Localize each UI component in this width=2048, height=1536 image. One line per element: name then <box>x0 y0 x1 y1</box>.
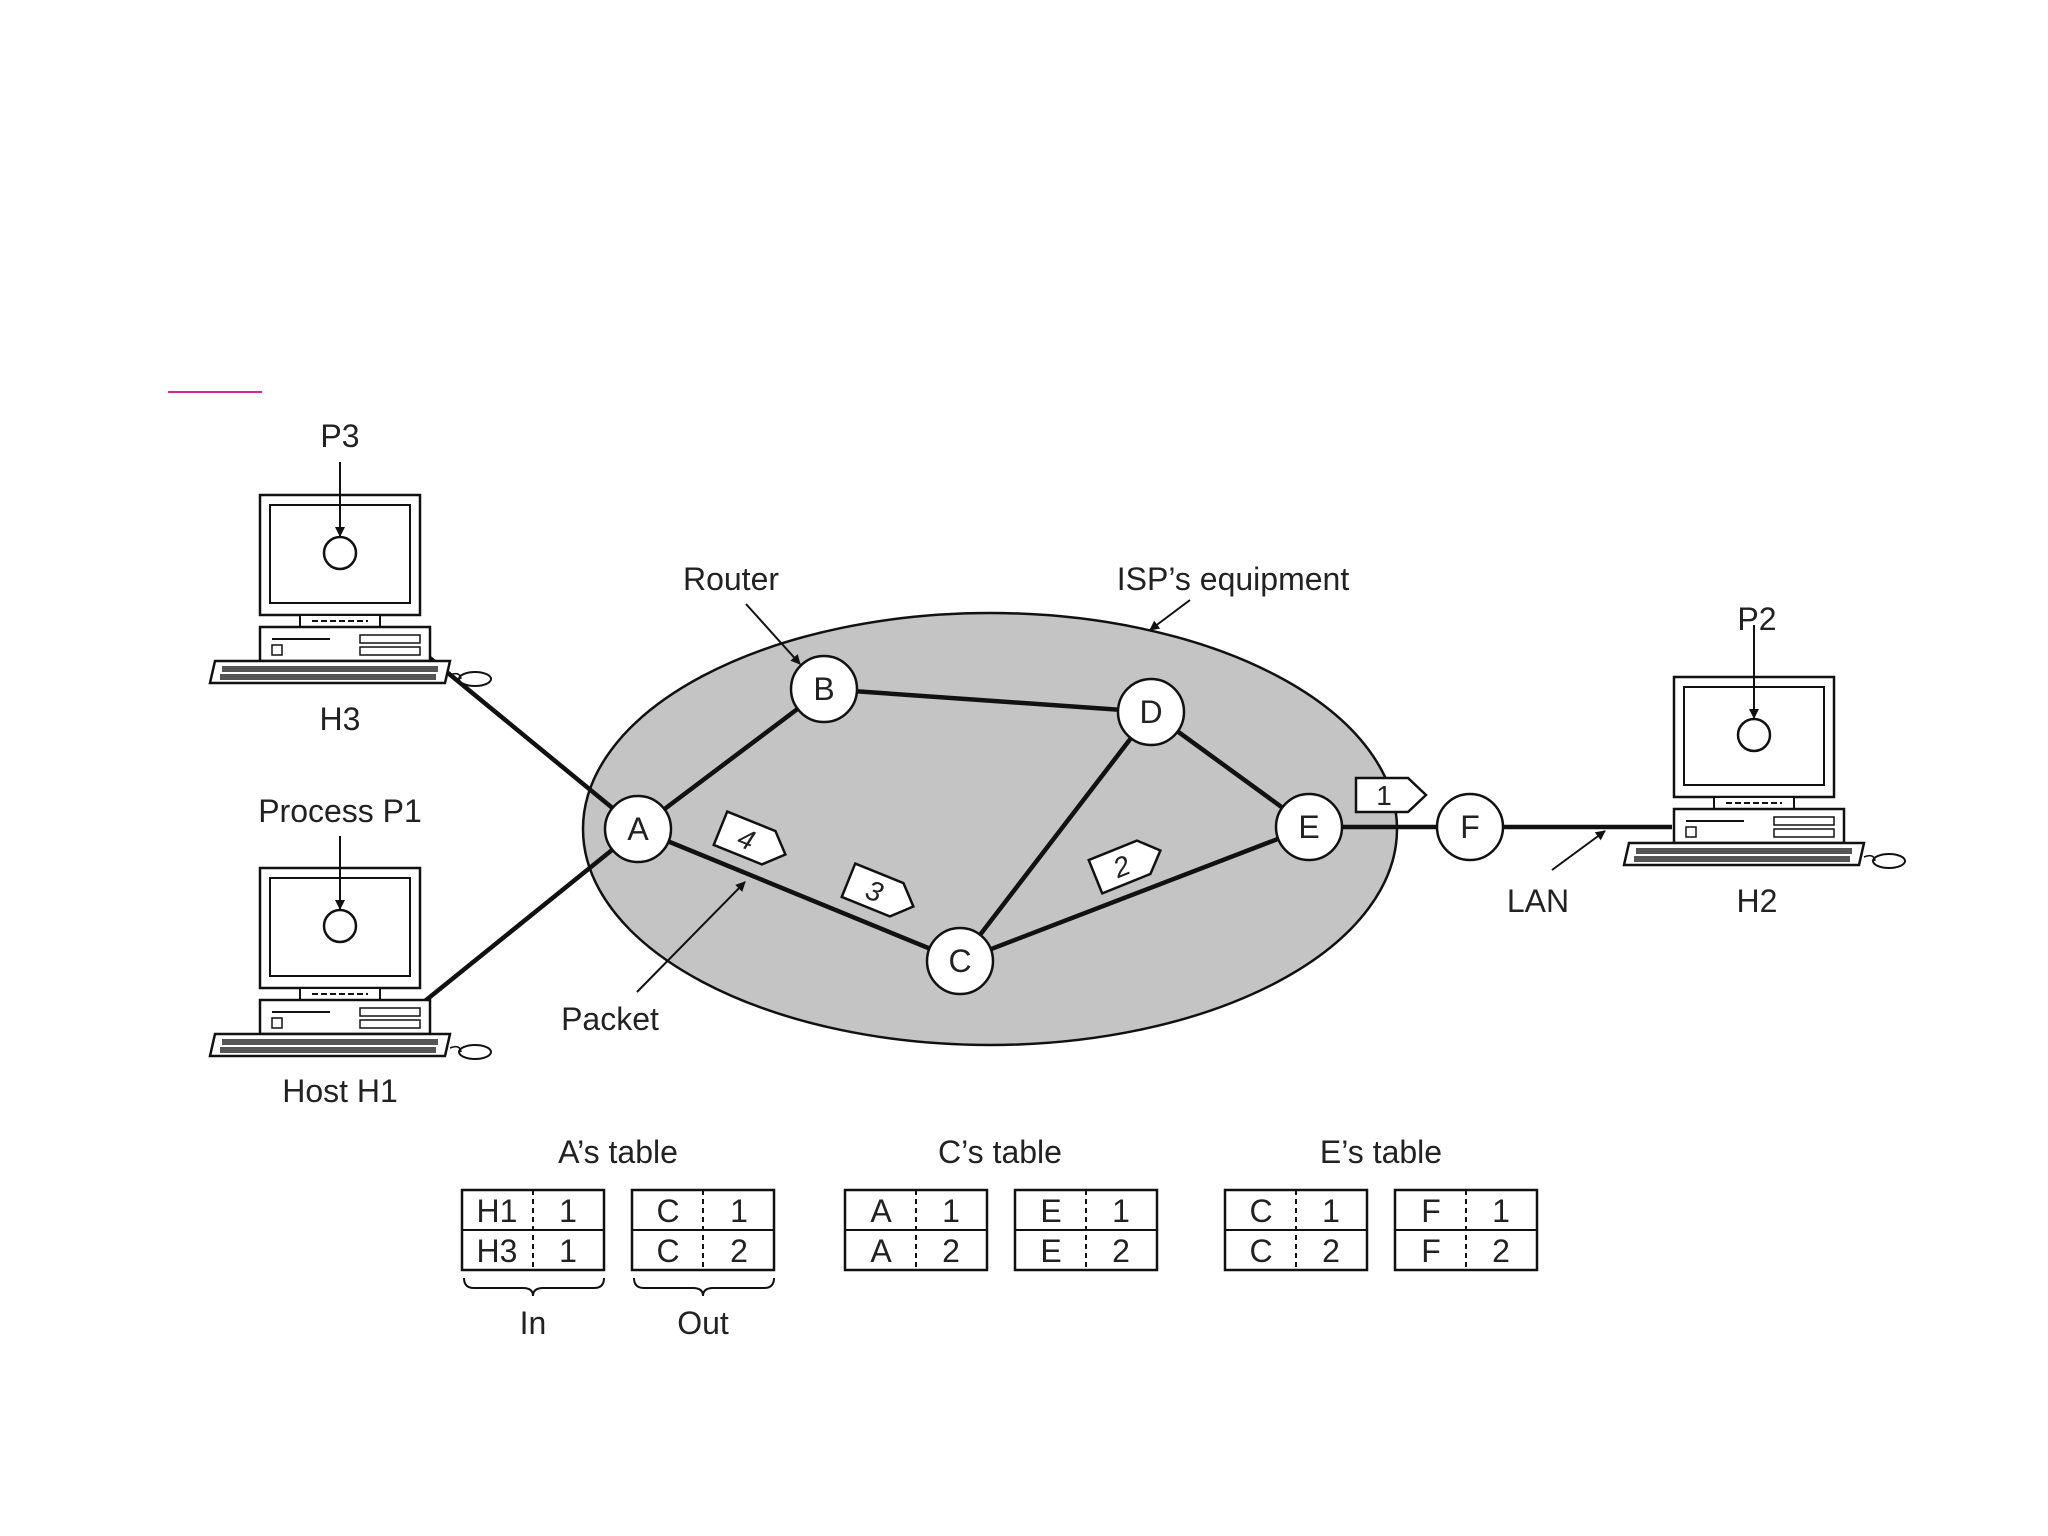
table-c-in-r1-c1: A <box>870 1193 892 1229</box>
link-a-c <box>637 826 961 964</box>
table-e-in-r1-c1: C <box>1249 1193 1272 1229</box>
table-c-in-r2-c1: A <box>870 1233 892 1269</box>
packet-4: 4 <box>712 809 788 866</box>
table-e-out: F 1 F 2 <box>1393 1188 1539 1272</box>
table-e-out-r1-c1: F <box>1421 1193 1441 1229</box>
router-e: E <box>1274 792 1344 862</box>
table-e-in-r2-c1: C <box>1249 1233 1272 1269</box>
link-a-b <box>636 687 826 831</box>
packet-1-label: 1 <box>1376 780 1392 811</box>
router-f-label: F <box>1460 809 1480 845</box>
arrow-lan <box>1551 830 1606 871</box>
link-c-e <box>959 824 1310 964</box>
table-c-out-r1-c1: E <box>1040 1193 1061 1229</box>
table-a-in: H1 1 H3 1 <box>460 1188 606 1272</box>
packet-1: 1 <box>1354 776 1428 814</box>
label-in: In <box>520 1305 547 1341</box>
process-p3-circle <box>322 535 358 571</box>
label-h2: H2 <box>1737 883 1778 919</box>
process-p1-circle <box>322 908 358 944</box>
link-h1-a <box>418 827 640 1007</box>
table-c-in: A 1 A 2 <box>843 1188 989 1272</box>
label-p2: P2 <box>1737 601 1776 637</box>
table-a-title: A’s table <box>558 1134 678 1170</box>
router-d-label: D <box>1139 694 1162 730</box>
packet-2: 2 <box>1087 839 1163 896</box>
table-c-out-r2-c1: E <box>1040 1233 1061 1269</box>
link-b-d <box>823 686 1152 715</box>
arrow-packet <box>636 881 746 993</box>
router-d: D <box>1116 677 1186 747</box>
host-h1-computer <box>208 866 493 1061</box>
table-e-out-r1-c2: 1 <box>1492 1193 1510 1229</box>
table-e-in: C 1 C 2 <box>1223 1188 1369 1272</box>
label-isp-equipment: ISP’s equipment <box>1117 561 1350 597</box>
table-c-out-r2-c2: 2 <box>1112 1233 1130 1269</box>
packet-3: 3 <box>840 861 916 918</box>
router-b-label: B <box>813 671 834 707</box>
brace-in <box>463 1277 605 1297</box>
table-c-title: C’s table <box>938 1134 1062 1170</box>
router-a: A <box>603 794 673 864</box>
table-a-out-r2-c1: C <box>656 1233 679 1269</box>
router-b: B <box>789 654 859 724</box>
brace-out <box>633 1277 775 1297</box>
router-a-label: A <box>627 811 649 847</box>
label-p3: P3 <box>320 418 359 454</box>
table-a-in-r1-c2: 1 <box>559 1193 577 1229</box>
arrow-isp <box>1149 599 1191 631</box>
table-a-out: C 1 C 2 <box>630 1188 776 1272</box>
table-e-out-r2-c1: F <box>1421 1233 1441 1269</box>
table-c-out: E 1 E 2 <box>1013 1188 1159 1272</box>
link-h3-a <box>418 648 640 831</box>
link-d-c <box>958 710 1153 963</box>
table-e-title: E’s table <box>1320 1134 1442 1170</box>
router-c: C <box>925 926 995 996</box>
label-packet: Packet <box>561 1001 659 1037</box>
label-process-p1: Process P1 <box>258 793 422 829</box>
table-a-out-r1-c2: 1 <box>730 1193 748 1229</box>
router-f: F <box>1435 792 1505 862</box>
table-a-in-r1-c1: H1 <box>477 1193 518 1229</box>
host-h2-computer <box>1622 675 1907 870</box>
router-e-label: E <box>1298 809 1319 845</box>
label-out: Out <box>677 1305 729 1341</box>
label-h3: H3 <box>320 701 361 737</box>
arrow-router <box>745 603 801 665</box>
table-a-out-r1-c1: C <box>656 1193 679 1229</box>
table-a-in-r2-c2: 1 <box>559 1233 577 1269</box>
table-a-out-r2-c2: 2 <box>730 1233 748 1269</box>
label-router: Router <box>683 561 779 597</box>
table-c-in-r2-c2: 2 <box>942 1233 960 1269</box>
label-host-h1: Host H1 <box>282 1073 398 1109</box>
table-a-in-r2-c1: H3 <box>477 1233 518 1269</box>
table-c-in-r1-c2: 1 <box>942 1193 960 1229</box>
label-lan: LAN <box>1507 883 1569 919</box>
table-e-out-r2-c2: 2 <box>1492 1233 1510 1269</box>
router-c-label: C <box>948 943 971 979</box>
table-e-in-r1-c2: 1 <box>1322 1193 1340 1229</box>
table-e-in-r2-c2: 2 <box>1322 1233 1340 1269</box>
host-h3-computer <box>208 493 493 688</box>
table-c-out-r1-c2: 1 <box>1112 1193 1130 1229</box>
process-p2-circle <box>1736 717 1772 753</box>
